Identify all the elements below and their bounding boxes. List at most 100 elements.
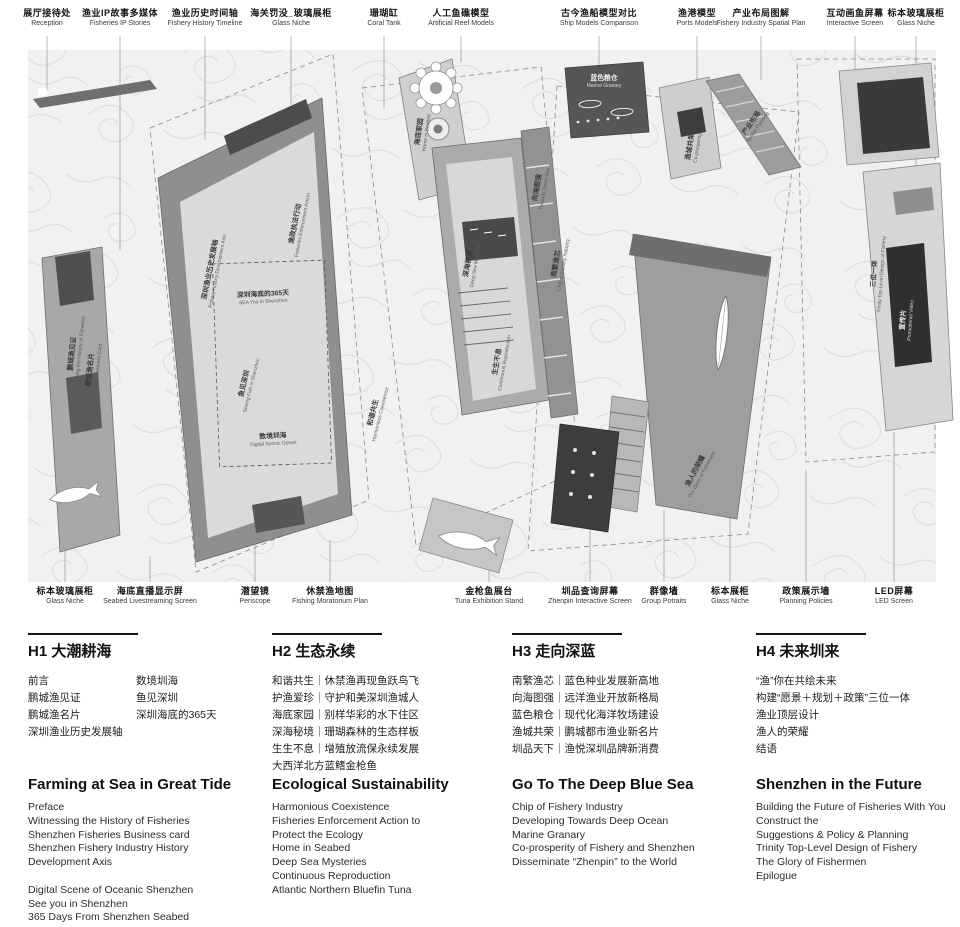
structure-deep-sea-hall — [431, 137, 550, 416]
list-item: Protect the Ecology — [272, 828, 364, 841]
callout-label-zh: 标本展柜 — [710, 586, 749, 596]
structure-ports-models — [658, 76, 722, 180]
list-item: The Glory of Fishermen — [756, 856, 867, 869]
list-item: 护渔爱珍｜守护和美深圳渔城人 — [272, 692, 419, 704]
callout-label-en: Zhenpin Interactive Screen — [548, 598, 632, 605]
callout-label-en: Ship Models Comparison — [559, 20, 639, 27]
list-item: 渔业顶层设计 — [756, 709, 819, 721]
list-item: Trinity Top-Level Design of Fishery — [756, 842, 918, 855]
callout-label-zh: 群像墙 — [649, 586, 679, 596]
callout-label-en: Glass Niche — [711, 598, 749, 605]
section-title-zh: H4 未来圳来 — [756, 643, 840, 660]
section-items-zh-2: 数境圳海鱼见深圳深圳海底的365天 — [136, 673, 217, 724]
list-item: Disseminate “Zhenpin” to the World — [512, 856, 677, 869]
list-item: 渔人的荣耀 — [756, 726, 809, 738]
list-item: Shenzhen Fisheries Business card — [28, 828, 190, 841]
section-divider — [512, 633, 622, 635]
list-item: 圳品天下｜渔悦深圳品牌新消费 — [512, 743, 659, 755]
list-item: Development Axis — [28, 856, 113, 869]
callout-label-zh: 人工鱼礁模型 — [432, 8, 490, 18]
list-item: 鱼见深圳 — [136, 692, 178, 704]
section-divider — [756, 633, 866, 635]
callout-label-zh: 珊瑚缸 — [369, 8, 399, 18]
callout-label-en: Tuna Exhibition Stand — [454, 598, 524, 605]
list-item: 生生不息｜增殖放流保永续发展 — [272, 743, 419, 755]
plan-label-zh: 蓝色粮仓 — [590, 73, 617, 82]
structure-corridor-towards-deep-sea — [520, 126, 579, 419]
section-items-zh: 前言鹏城渔见证鹏城渔名片深圳渔业历史发展轴 — [28, 673, 123, 741]
list-item: Preface — [28, 801, 65, 813]
callout-label-zh: 渔业IP故事多媒体 — [81, 8, 158, 18]
callout-label-zh: 互动画鱼屏幕 — [826, 8, 884, 18]
list-item: 深海秘境｜珊瑚森林的生态样板 — [272, 726, 419, 738]
callout-label-zh: 渔港模型 — [677, 8, 716, 18]
callout-label-en: Fisheries IP Stories — [89, 20, 151, 27]
list-item: Home in Seabed — [272, 842, 351, 855]
section-items-en: Building the Future of Fisheries With Yo… — [756, 801, 946, 884]
structure-zhenpin-screen — [550, 423, 620, 533]
callout-label-zh: 渔业历史时间轴 — [171, 8, 239, 18]
plan-label-zh: 深圳海底的365天 — [237, 288, 290, 300]
list-item: Co-prosperity of Fishery and Shenzhen — [512, 842, 695, 855]
list-item: Suggestions & Policy & Planning — [756, 828, 909, 841]
structure-history-pavilion — [157, 97, 353, 563]
callout-label-zh: 标本玻璃展柜 — [36, 586, 94, 596]
section-title-en: Farming at Sea in Great Tide — [28, 776, 232, 793]
leader-lines — [46, 36, 917, 582]
callout-label-en: Fishery History Timeline — [167, 20, 243, 27]
callout-top: 互动画鱼屏幕 Interactive Screen — [799, 8, 911, 29]
list-item: Harmonious Coexistence — [272, 801, 390, 813]
structure-specimen-hall — [41, 246, 121, 553]
callout-label-en: Fishery Industry Spatial Plan — [716, 20, 806, 27]
list-item: Fisheries Enforcement Action to — [272, 814, 421, 827]
plan-label-en: SEA You in Shenzhen — [239, 298, 288, 307]
list-item — [28, 870, 193, 884]
callout-label-en: Interactive Screen — [826, 20, 884, 27]
section-h1: H1 大潮耕海 前言鹏城渔见证鹏城渔名片深圳渔业历史发展轴 数境圳海鱼见深圳深圳… — [28, 625, 264, 927]
list-item: 365 Days From Shenzhen Seabed — [28, 911, 190, 924]
list-item: Digital Scene of Oceanic Shenzhen — [28, 883, 194, 896]
list-item: 蓝色粮仓｜现代化海洋牧场建设 — [512, 709, 659, 721]
callout-label-zh: 海关罚没_玻璃展柜 — [250, 8, 332, 18]
list-item: 鹏城渔名片 — [28, 709, 81, 721]
callout-label-zh: 古今渔船模型对比 — [560, 8, 637, 18]
list-item: 南繁渔芯｜蓝色种业发展新高地 — [512, 675, 659, 687]
structure-interactive-screen — [838, 62, 940, 166]
structure-glory-hall — [629, 233, 772, 520]
list-item: Deep Sea Mysteries — [272, 856, 367, 869]
structure-spatial-plan — [705, 73, 802, 176]
plan-label-zh: 数境圳海 — [259, 430, 287, 440]
list-item: 深圳渔业历史发展轴 — [28, 726, 123, 738]
section-items-zh: 和谐共生｜休禁渔再现鱼跃鸟飞护渔爱珍｜守护和美深圳渔城人海底家园｜别样华彩的水下… — [272, 673, 419, 775]
callout-label-en: Coral Tank — [367, 20, 401, 27]
list-item: 渔城共荣｜鹏城都市渔业新名片 — [512, 726, 659, 738]
callout-bottom: 群像墙 Group Potraits — [608, 586, 720, 607]
section-title-en: Shenzhen in the Future — [756, 776, 922, 793]
callout-label-zh: 休禁渔地图 — [306, 586, 354, 596]
plan-label-zh: 宣传片 — [897, 309, 907, 330]
list-item: 数境圳海 — [136, 675, 178, 687]
callout-label-en: Fishing Moratorium Plan — [292, 598, 368, 605]
callout-top: 渔业IP故事多媒体 Fisheries IP Stories — [64, 8, 176, 29]
callout-label-en: Group Potraits — [641, 598, 687, 605]
callout-label-en: Periscope — [239, 598, 271, 605]
callout-label-en: Planning Policies — [779, 598, 833, 605]
section-h4: H4 未来圳来 “渔”你在共绘未来构建“愿景＋规划＋政策”三位一体渔业顶层设计渔… — [756, 625, 960, 927]
callout-top: 海关罚没_玻璃展柜 Glass Niche — [235, 8, 347, 29]
list-item: 鹏城渔见证 — [28, 692, 81, 704]
reef-model-core — [433, 124, 443, 134]
callout-label-en: Glass Niche — [272, 20, 310, 27]
callout-bottom: 标本展柜 Glass Niche — [674, 586, 786, 607]
plan-label-zh: 三位一体 — [868, 260, 879, 288]
plan-label-en: Fisheries Business Card — [92, 343, 104, 398]
